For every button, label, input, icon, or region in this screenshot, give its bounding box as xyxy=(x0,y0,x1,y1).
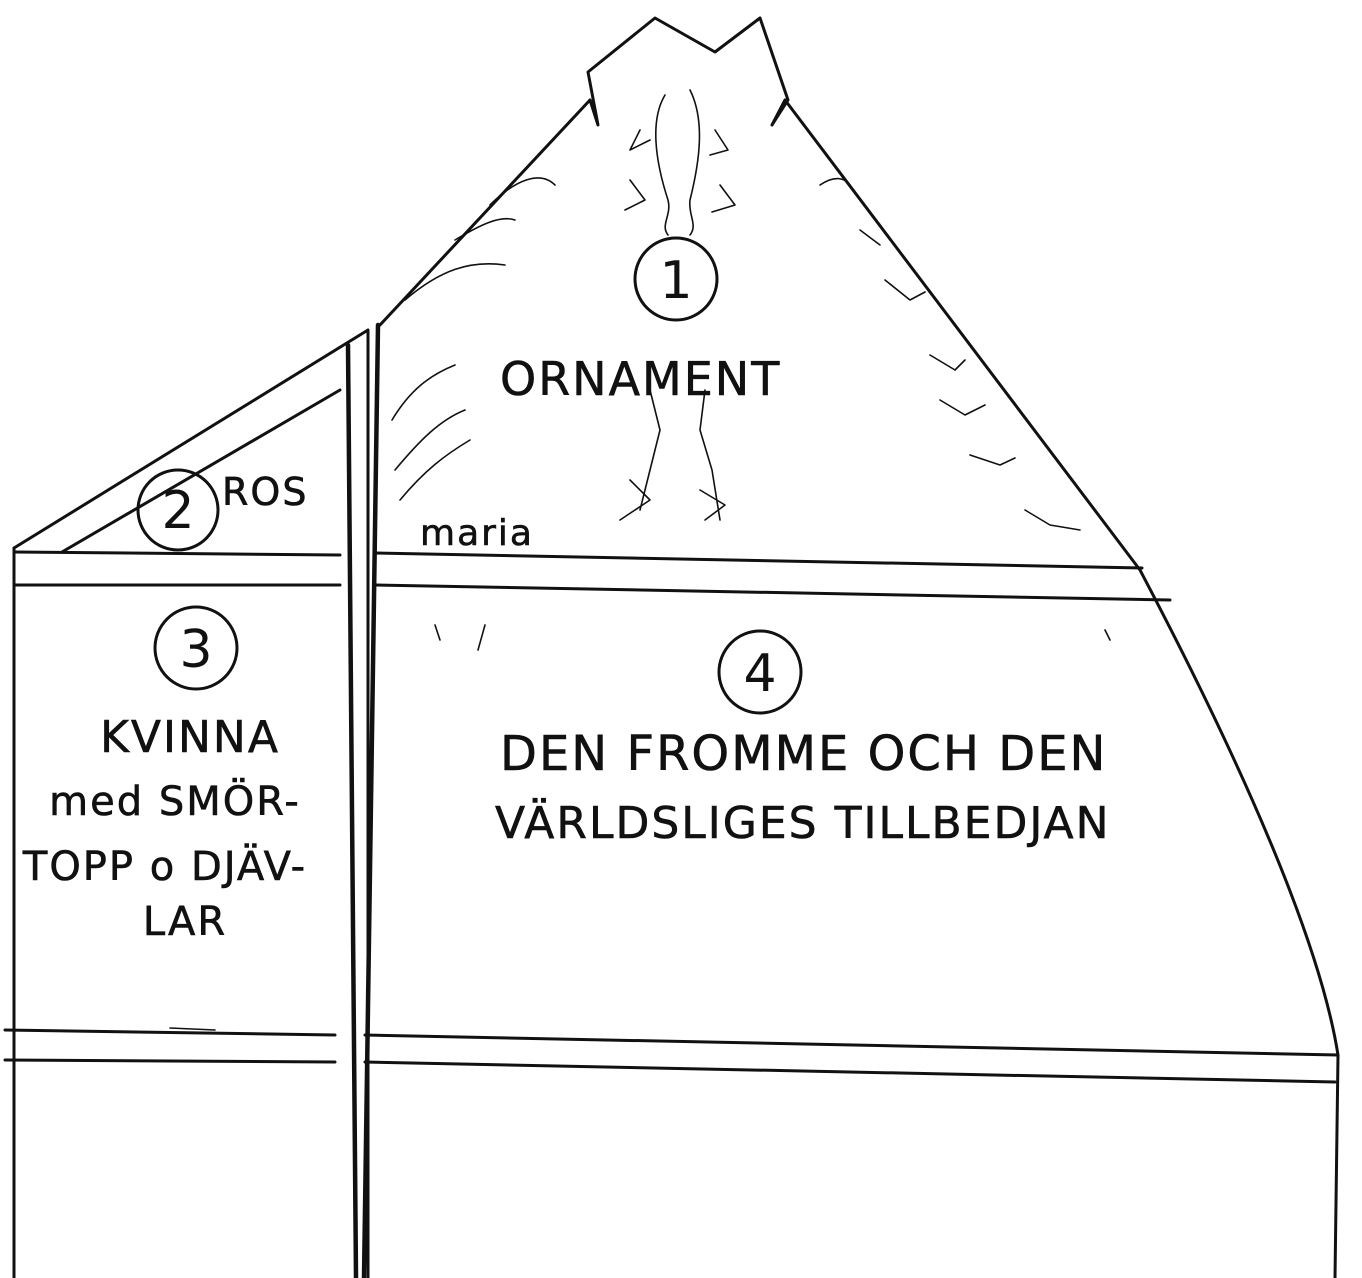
maria-annotation: maria xyxy=(420,513,534,554)
gable-outline xyxy=(12,16,1340,1278)
panel-dividers xyxy=(3,550,1340,1084)
panel-3-line-1: KVINNA xyxy=(100,712,280,763)
panel-3-number: 3 xyxy=(179,620,212,680)
panel-4-marker: 4 xyxy=(717,629,803,715)
panel-2-title: ROS xyxy=(222,470,308,514)
panel-1-number: 1 xyxy=(659,251,692,311)
panel-3-line-3: TOPP o DJÄV- xyxy=(22,842,307,890)
panel-4-number: 4 xyxy=(743,644,776,704)
decorative-strokes xyxy=(169,177,1111,1031)
panel-3-line-4: LAR xyxy=(143,899,227,945)
panel-4-line-1: DEN FROMME OCH DEN xyxy=(500,726,1107,782)
panel-1-title: ORNAMENT xyxy=(500,352,781,406)
ornament-figure xyxy=(619,89,736,521)
panel-2-marker: 2 xyxy=(136,468,220,552)
panel-2-number: 2 xyxy=(161,481,194,541)
panel-3-line-2: med SMÖR- xyxy=(49,777,301,825)
panel-4-line-2: VÄRLDSLIGES TILLBEDJAN xyxy=(495,797,1111,849)
panel-3-marker: 3 xyxy=(153,605,239,691)
panel-1-marker: 1 xyxy=(633,236,719,322)
